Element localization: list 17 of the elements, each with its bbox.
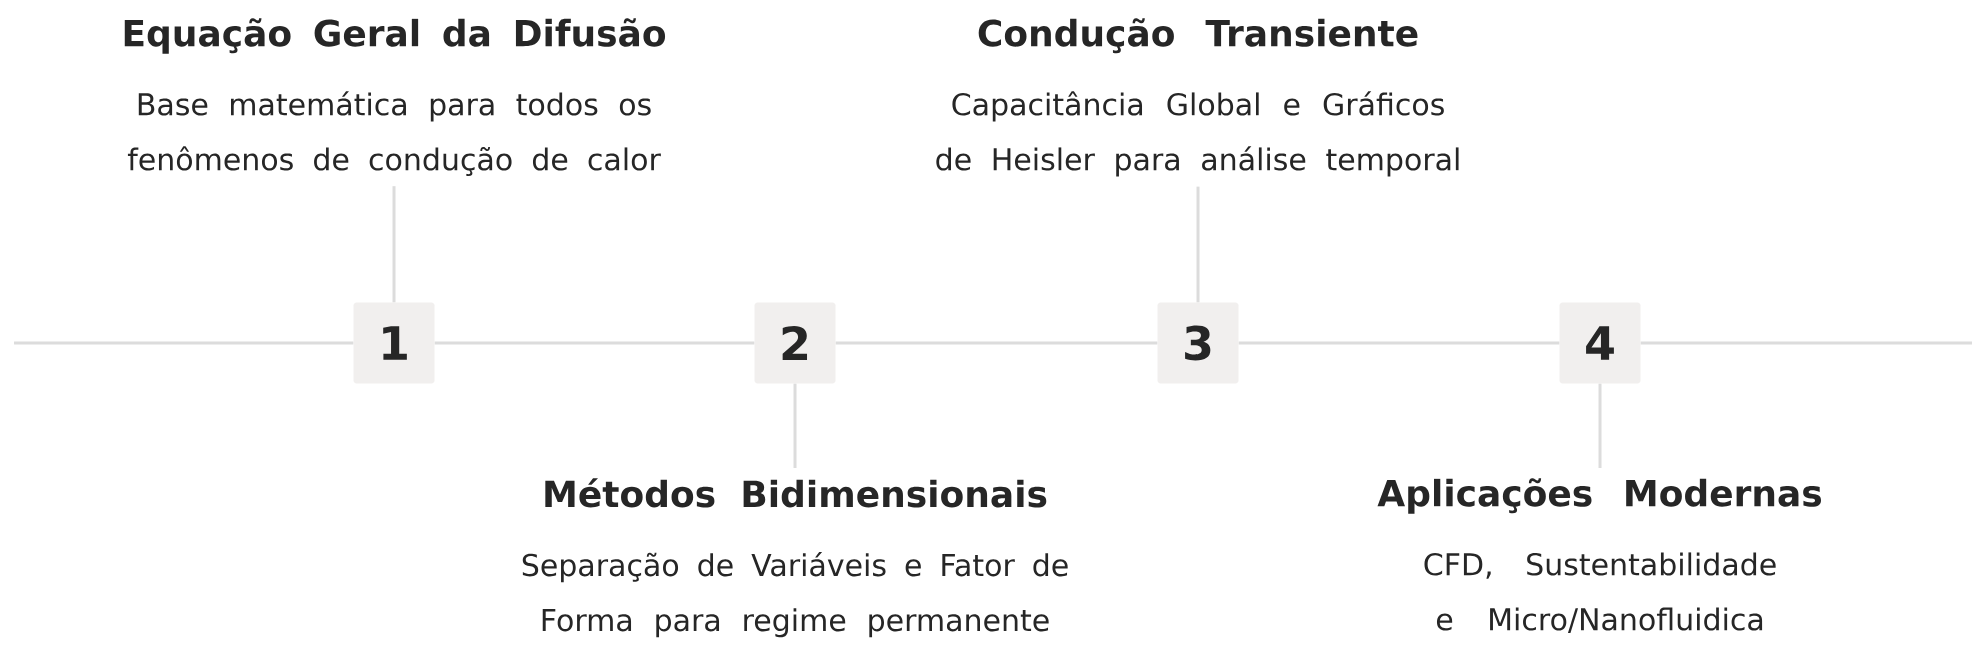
number-box: 2	[754, 302, 836, 384]
connector-line	[1598, 383, 1602, 468]
milestone-text: Aplicações Modernas CFD, Sustentabilidade e Micro/Nanofluidica	[1377, 478, 1821, 633]
milestone-text: Condução Transiente Capacitância Global e Gráficos de Heisler para análise temporal	[936, 18, 1459, 177]
connector-line	[1238, 341, 1560, 345]
connector-line	[835, 341, 1158, 345]
connector-line	[1640, 341, 1972, 345]
number-box: 4	[1559, 302, 1641, 384]
milestone-text: Equação Geral da Difusão Base matemática para todos os fenômenos de condução de calor	[124, 18, 666, 176]
milestone-text: Métodos Bidimensionais Separação de Variáveis e Fator de Forma para regime permanente	[522, 478, 1068, 638]
connector-line	[793, 383, 797, 468]
connector-line	[14, 341, 354, 345]
number-box: 3	[1157, 302, 1239, 384]
connector-line	[392, 186, 396, 303]
connector-line	[1196, 186, 1200, 303]
number-box: 1	[353, 302, 435, 384]
connector-line	[434, 341, 755, 345]
